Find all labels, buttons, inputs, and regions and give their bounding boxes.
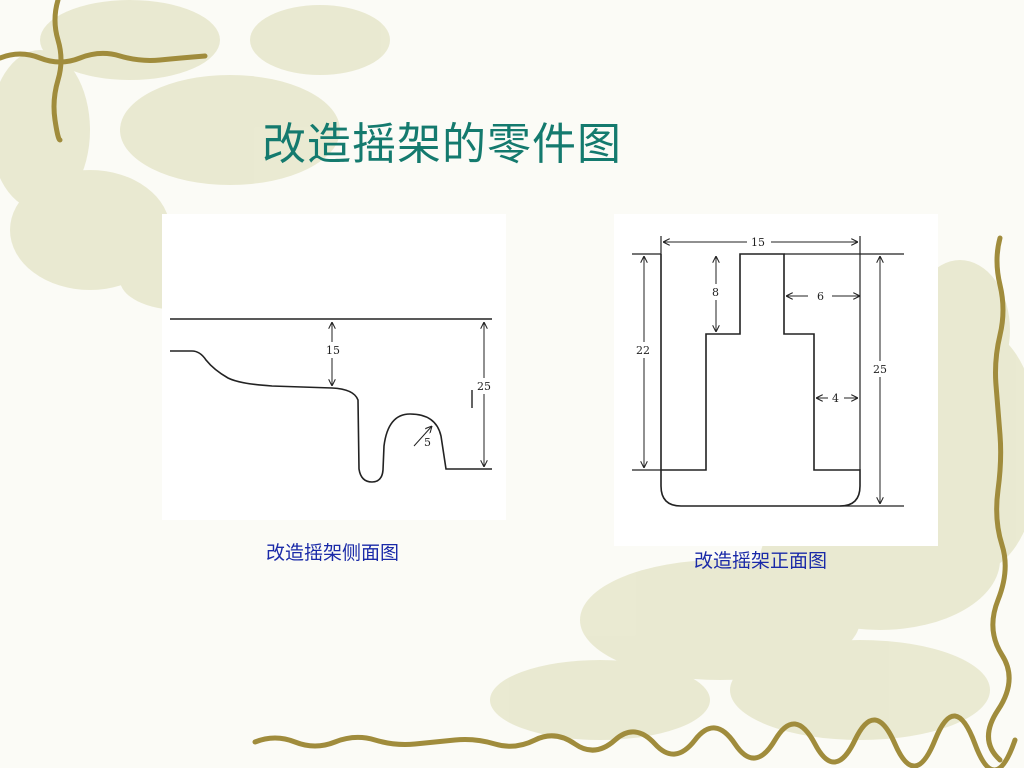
side-view-panel: 15 25 5 bbox=[162, 214, 506, 520]
side-view-caption: 改造摇架侧面图 bbox=[266, 542, 400, 564]
dim-radius-line bbox=[413, 426, 432, 447]
front-view-drawing: 15 8 6 22 25 4 bbox=[632, 234, 904, 507]
dim-total-height: 25 bbox=[477, 380, 491, 393]
dim-leg-width: 4 bbox=[832, 392, 839, 405]
front-view-panel: 15 8 6 22 25 4 bbox=[614, 214, 938, 546]
side-profile-outline bbox=[170, 350, 492, 483]
slide-title: 改造摇架的零件图 bbox=[262, 119, 622, 170]
dim-body-height: 22 bbox=[636, 344, 650, 357]
dim-total-height-front: 25 bbox=[873, 363, 887, 376]
front-view-caption: 改造摇架正面图 bbox=[694, 550, 828, 572]
dim-slot-depth: 8 bbox=[712, 286, 719, 299]
dim-radius: 5 bbox=[424, 436, 431, 449]
front-profile-outline bbox=[660, 253, 861, 507]
faded-leaves bbox=[0, 0, 1024, 740]
side-view-drawing: 15 25 5 bbox=[170, 318, 495, 483]
dim-height-top: 15 bbox=[326, 344, 340, 357]
dim-width: 15 bbox=[751, 236, 765, 249]
dim-slot-width: 6 bbox=[817, 290, 824, 303]
